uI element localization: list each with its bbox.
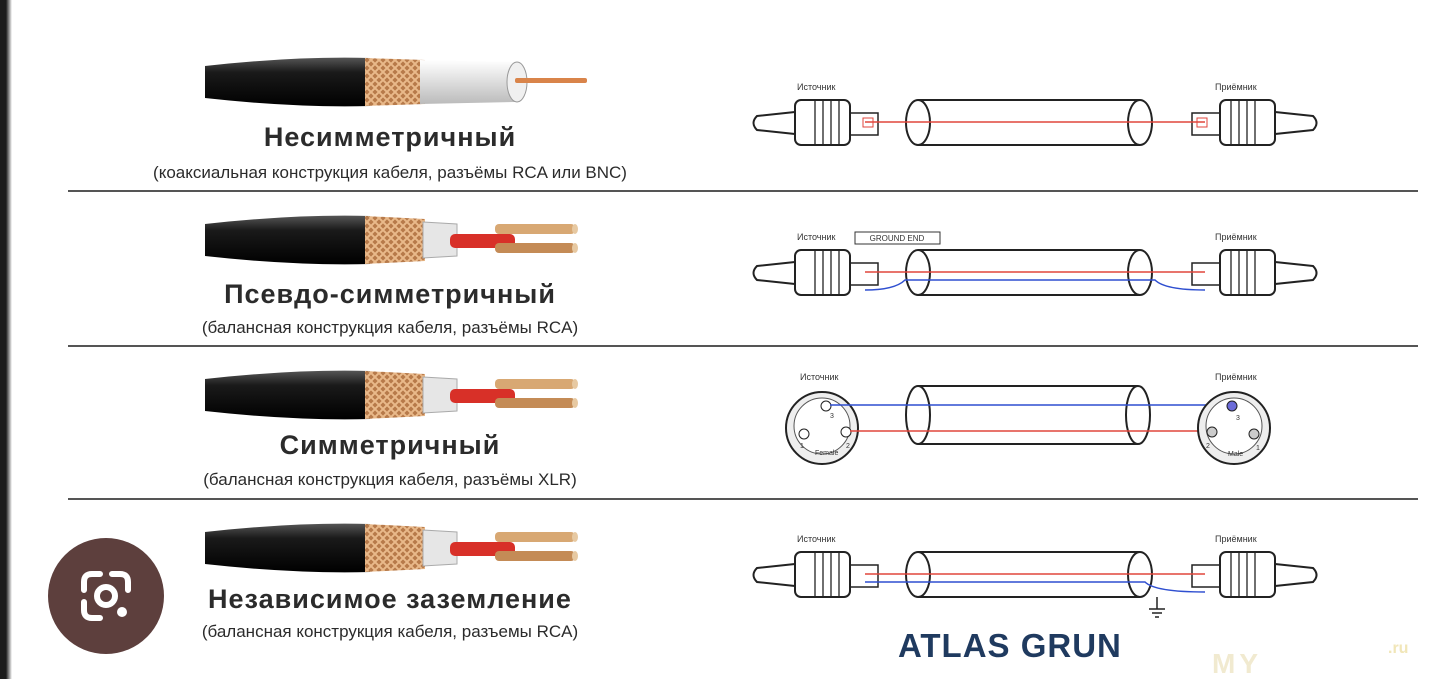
diagram-1-receiver-label: Приёмник [1215,82,1257,92]
section-2-title: Псевдо-симметричный [224,279,556,309]
balanced-xlr-cable-image [205,370,578,420]
male-pin-3: 3 [1236,415,1240,422]
watermark: MY [1212,648,1262,679]
google-lens-button[interactable] [48,538,164,654]
diagram-4-source-label: Источник [797,534,835,544]
section-1-title: Несимметричный [263,122,517,152]
section-3-title: Симметричный [279,430,501,460]
female-pin-2: 2 [846,443,850,450]
section-1-subtitle: (коаксиальная конструкция кабеля, разъём… [153,163,627,182]
section-2-subtitle: (балансная конструкция кабеля, разъёмы R… [201,318,579,337]
female-pin-3: 3 [830,413,834,420]
section-3-subtitle: (балансная конструкция кабеля, разъёмы X… [203,470,577,489]
diagram-3-source-label: Источник [800,372,838,382]
male-pin-2: 2 [1206,443,1210,450]
ground-symbol-icon [1149,597,1165,618]
diagram-independent-ground-rca: Источник Приёмник [752,534,1318,618]
diagram-2-source-label: Источник [797,232,835,242]
section-divider [68,498,1418,500]
male-label: Male [1228,451,1243,458]
diagram-1-source-label: Источник [797,82,835,92]
independent-ground-cable-image [205,523,578,573]
brand-logo: ATLAS GRUN [898,627,1122,664]
diagram-4-receiver-label: Приёмник [1215,534,1257,544]
left-edge-frame [0,0,12,679]
diagram-3-receiver-label: Приёмник [1215,372,1257,382]
section-divider [68,190,1418,192]
google-lens-icon [81,571,131,621]
diagram-pseudo-balanced-rca: Источник GROUND END Приёмник [752,231,1318,296]
female-label: Female [815,450,838,457]
diagram-unbalanced-rca: Источник Приёмник [752,82,1318,146]
watermark-suffix: .ru [1388,640,1409,657]
female-pin-1: 1 [800,443,804,450]
section-4-subtitle: (балансная конструкция кабеля, разъемы R… [201,622,579,641]
coax-cable-image [205,57,587,107]
diagram-2-receiver-label: Приёмник [1215,232,1257,242]
male-pin-1: 1 [1256,445,1260,452]
ground-end-tag: GROUND END [870,234,925,243]
section-4-title: Независимое заземление [208,584,572,614]
section-divider [68,345,1418,347]
diagram-balanced-xlr: Источник Приёмник 1 2 3 Female 3 2 1 Mal… [785,372,1271,465]
pseudo-balanced-cable-image [205,215,578,265]
